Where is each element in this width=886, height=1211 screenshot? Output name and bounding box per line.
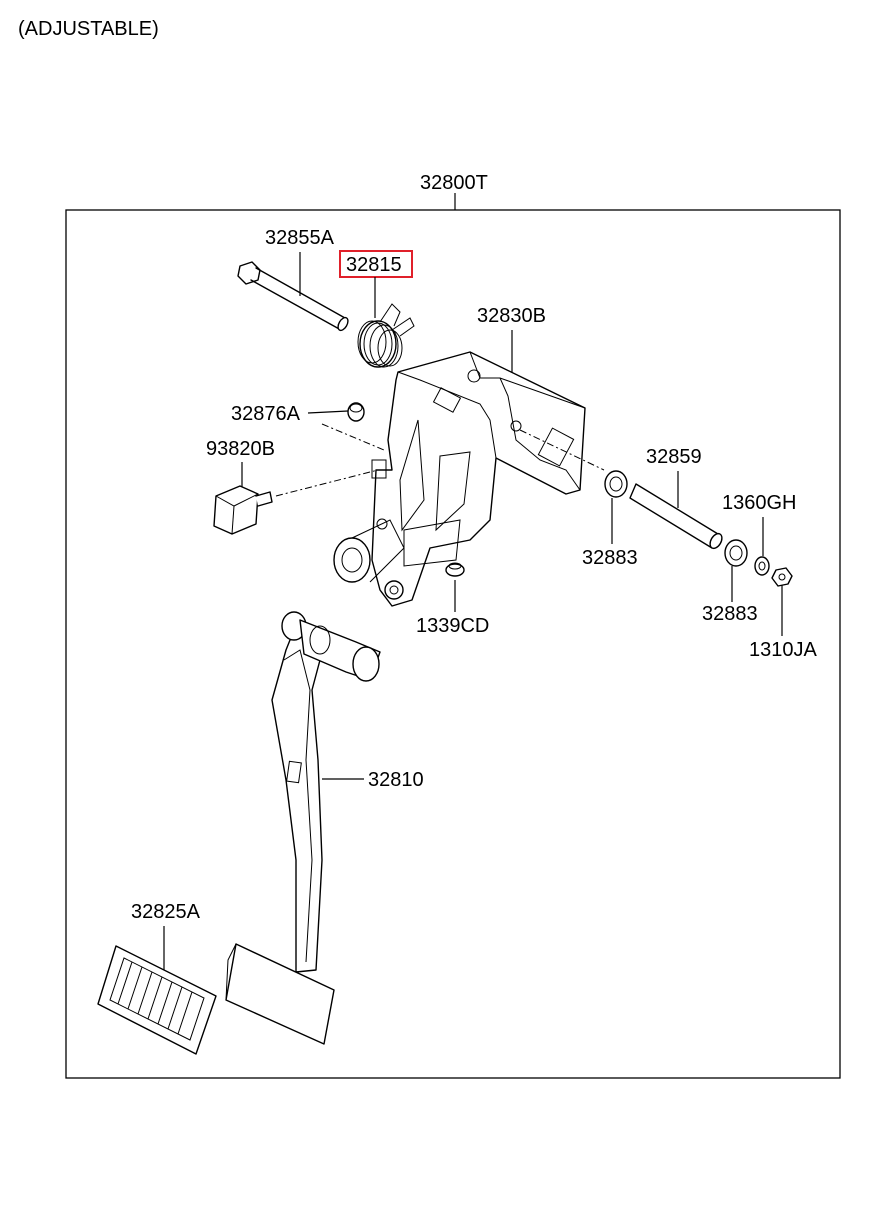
label-32800T[interactable]: 32800T <box>420 172 488 194</box>
label-32859[interactable]: 32859 <box>646 446 702 468</box>
pedal-arm-32810 <box>225 611 381 1045</box>
align-line-3 <box>519 429 605 471</box>
label-32883-left[interactable]: 32883 <box>582 547 638 569</box>
label-1339CD[interactable]: 1339CD <box>416 615 489 637</box>
leader-32876A <box>307 410 349 414</box>
label-32855A[interactable]: 32855A <box>265 227 335 249</box>
bracket-32830B <box>333 351 586 607</box>
cap-32876A <box>347 402 365 422</box>
nut-1310JA <box>771 567 793 587</box>
spring-32815 <box>357 303 415 368</box>
switch-93820B <box>213 485 273 535</box>
bolt-32855A <box>237 261 349 332</box>
bushing-32883-left <box>604 470 628 498</box>
label-32830B[interactable]: 32830B <box>477 305 546 327</box>
highlight-box-32815 <box>339 250 413 278</box>
assembly-frame <box>65 209 841 1079</box>
pedal-pad-32825A <box>97 945 217 1055</box>
label-32825A[interactable]: 32825A <box>131 901 201 923</box>
label-32883-right[interactable]: 32883 <box>702 603 758 625</box>
washer-1360GH <box>754 556 770 576</box>
align-line-2 <box>275 469 379 497</box>
label-1360GH[interactable]: 1360GH <box>722 492 797 514</box>
bushing-32883-right <box>724 539 748 567</box>
label-32815[interactable]: 32815 <box>346 254 402 276</box>
caption: (ADJUSTABLE) <box>18 18 159 40</box>
label-1310JA[interactable]: 1310JA <box>749 639 817 661</box>
align-line-1 <box>321 423 385 451</box>
label-93820B[interactable]: 93820B <box>206 438 275 460</box>
stopper-1339CD <box>445 562 465 577</box>
label-32876A[interactable]: 32876A <box>231 403 301 425</box>
label-32810[interactable]: 32810 <box>368 769 424 791</box>
sleeve-32859 <box>629 483 723 550</box>
